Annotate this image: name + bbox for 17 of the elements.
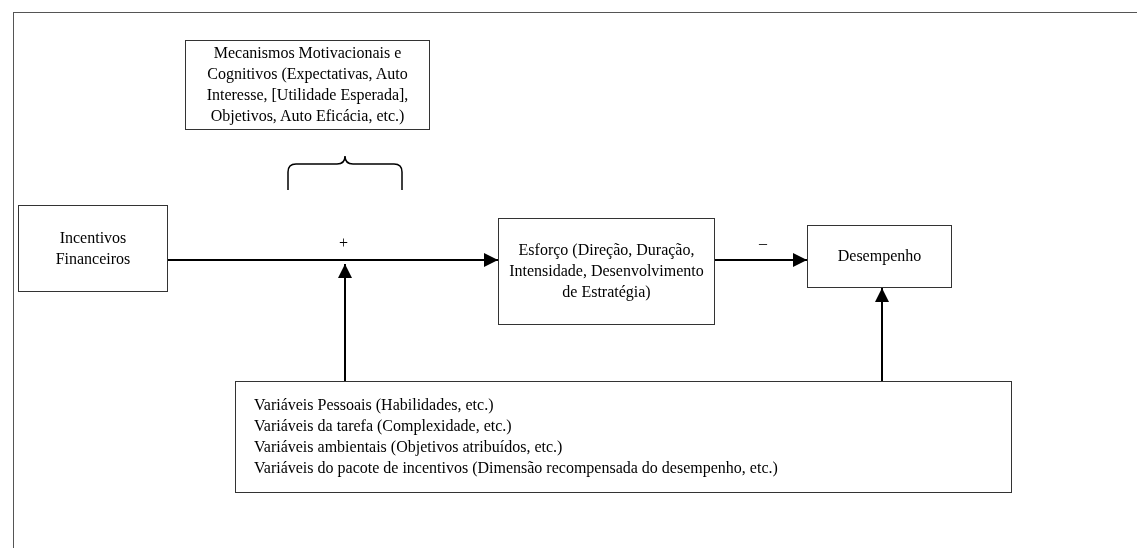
node-text: Variáveis ambientais (Objetivos atribuídos, etc.) [254, 437, 563, 458]
arrow [338, 263, 352, 382]
node-text: Mecanismos Motivacionais e Cognitivos (Expectativas, Auto Interesse, [Utilidade Esperada], Objetivos, Auto Eficácia, etc.) [205, 43, 410, 127]
node-text: Variáveis da tarefa (Complexidade, etc.) [254, 416, 512, 437]
node-text: Incentivos Financeiros [54, 227, 132, 269]
arrow [875, 287, 889, 382]
outcome-box [807, 225, 952, 288]
node-text: Variáveis Pessoais (Habilidades, etc.) [254, 395, 494, 416]
mechanism-box [185, 40, 430, 130]
node-text: Variáveis do pacote de incentivos (Dimensão recompensada do desempenho, etc.) [254, 457, 778, 479]
process-box [498, 218, 715, 325]
input-box [18, 205, 168, 292]
node-text: Esforço (Direção, Duração, Intensidade, Desenvolvimento de Estratégia) [508, 240, 705, 303]
node-text: Desempenho [837, 246, 922, 267]
arrow [167, 253, 499, 267]
moderator-box [235, 381, 1012, 493]
arrow [714, 253, 808, 267]
